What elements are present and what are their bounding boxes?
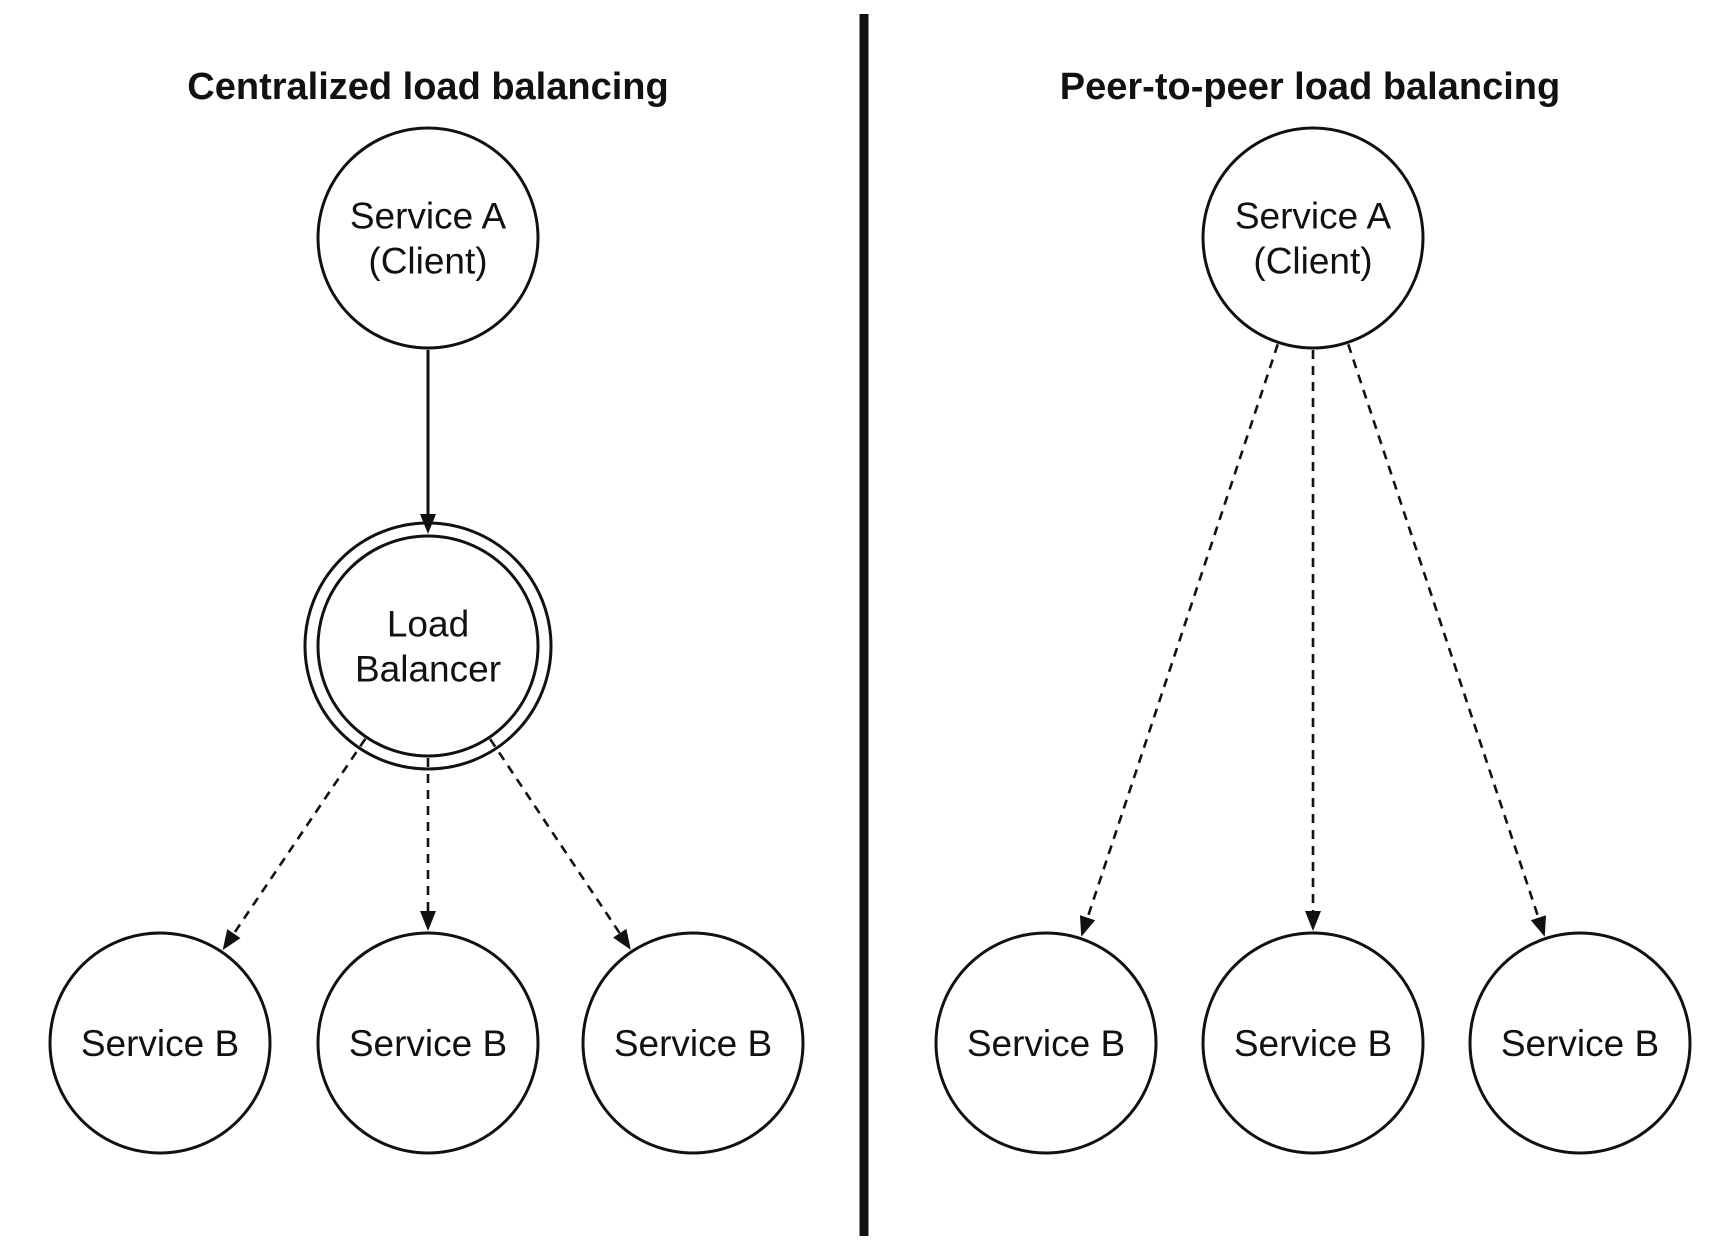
node-circle xyxy=(1468,931,1692,1155)
node-label: (Client) xyxy=(1253,241,1372,282)
edges-layer xyxy=(222,343,1547,951)
node-label: Balancer xyxy=(355,649,501,690)
arrowhead-icon xyxy=(1079,915,1096,937)
node-label: Service B xyxy=(1501,1023,1659,1064)
node-label: (Client) xyxy=(368,241,487,282)
edge-line xyxy=(1347,343,1540,919)
node-circle xyxy=(316,931,540,1155)
node-label: Service A xyxy=(350,196,507,237)
peer-to-peer-node-b1: Service B xyxy=(934,931,1158,1155)
centralized-node-client: Service A(Client) xyxy=(316,126,540,350)
node-label: Service B xyxy=(81,1023,239,1064)
edge-line xyxy=(1086,343,1279,919)
node-label: Service B xyxy=(967,1023,1125,1064)
peer-to-peer-node-b3: Service B xyxy=(1468,931,1692,1155)
peer-to-peer-node-b2: Service B xyxy=(1201,931,1425,1155)
arrowhead-icon xyxy=(1305,911,1321,931)
node-circle xyxy=(316,126,540,350)
centralized-node-b2: Service B xyxy=(316,931,540,1155)
centralized-edge-lb-to-b2 xyxy=(420,758,436,931)
centralized-edge-client-to-lb xyxy=(420,350,436,534)
node-label: Service B xyxy=(349,1023,507,1064)
titles-layer: Centralized load balancing Peer-to-peer … xyxy=(187,66,1560,108)
centralized-title: Centralized load balancing xyxy=(187,66,668,108)
node-circle xyxy=(316,534,540,758)
node-circle xyxy=(1201,126,1425,350)
node-label: Service B xyxy=(614,1023,772,1064)
node-circle xyxy=(581,931,805,1155)
arrowhead-icon xyxy=(1530,915,1547,937)
centralized-edge-lb-to-b3 xyxy=(489,738,631,950)
node-label: Service A xyxy=(1235,196,1392,237)
peer-to-peer-node-client: Service A(Client) xyxy=(1201,126,1425,350)
node-circle xyxy=(1201,931,1425,1155)
centralized-edge-lb-to-b1 xyxy=(222,738,367,951)
node-outer-ring xyxy=(303,521,553,771)
node-circle xyxy=(934,931,1158,1155)
edge-line xyxy=(232,738,367,935)
edge-line xyxy=(489,738,621,934)
centralized-node-b1: Service B xyxy=(48,931,272,1155)
peer-to-peer-edge-client-to-b3 xyxy=(1347,343,1547,937)
node-circle xyxy=(48,931,272,1155)
centralized-node-b3: Service B xyxy=(581,931,805,1155)
node-label: Service B xyxy=(1234,1023,1392,1064)
arrowhead-icon xyxy=(420,911,436,931)
peer-to-peer-title: Peer-to-peer load balancing xyxy=(1060,66,1560,108)
node-label: Load xyxy=(387,604,469,645)
arrowhead-icon xyxy=(222,929,241,951)
peer-to-peer-edge-client-to-b1 xyxy=(1079,343,1279,937)
peer-to-peer-edge-client-to-b2 xyxy=(1305,350,1321,931)
arrowhead-icon xyxy=(613,928,631,950)
